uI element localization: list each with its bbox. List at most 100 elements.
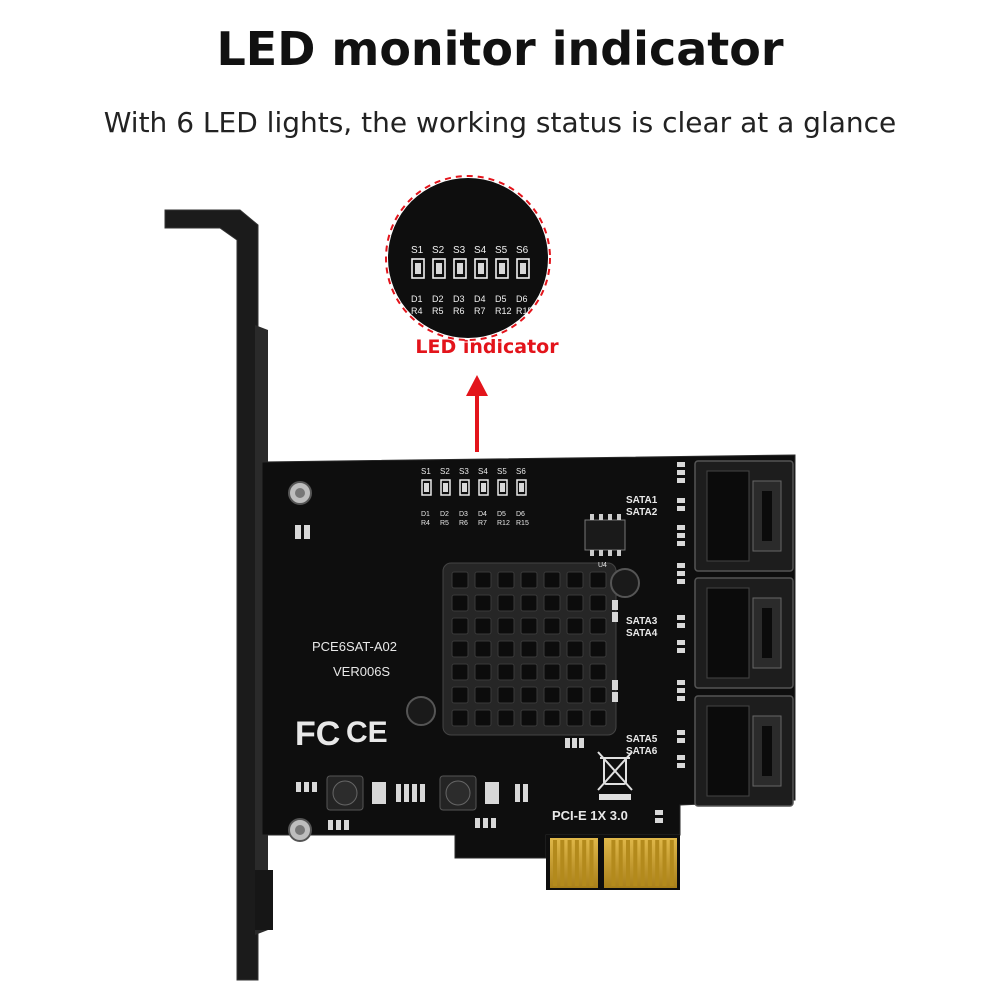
gold-finger [640, 840, 645, 886]
chip-pin [608, 514, 612, 520]
led-label-top: S6 [516, 467, 526, 476]
zoom-led-label-bottom: D6 [516, 294, 528, 304]
zoom-led-icon [474, 258, 488, 279]
zoom-resistor-label: R6 [453, 306, 465, 316]
heatsink-fin [497, 594, 515, 612]
heatsink-fin [474, 640, 492, 658]
pcie-gold-fingers [546, 835, 680, 890]
zoom-resistor-label: R7 [474, 306, 486, 316]
gold-finger [560, 840, 565, 886]
led-resistor-label: R5 [440, 520, 449, 527]
led-label-top: S5 [497, 467, 507, 476]
zoom-resistor-label: R5 [432, 306, 444, 316]
heatsink-fin [497, 571, 515, 589]
heatsink-fin [520, 686, 538, 704]
led-icon [516, 479, 527, 496]
heatsink-fin [474, 617, 492, 635]
sata-port-label: SATA4 [626, 628, 658, 639]
heatsink-fin [543, 571, 561, 589]
sata-port-label: SATA6 [626, 746, 658, 757]
zoom-led-body [499, 263, 505, 274]
gold-finger [574, 840, 579, 886]
zoom-led-label-bottom: D4 [474, 294, 486, 304]
chip-pin [599, 514, 603, 520]
heatsink-fin [543, 594, 561, 612]
heatsink-fin [520, 640, 538, 658]
led-icon [478, 479, 489, 496]
zoom-led-icon [411, 258, 425, 279]
led-body [500, 483, 505, 492]
heatsink-fin [589, 709, 607, 727]
led-label-bottom: D5 [497, 511, 506, 518]
gold-finger [611, 840, 616, 886]
zoom-led-label-top: S1 [411, 245, 424, 256]
gold-finger [669, 840, 674, 886]
sata-port-label: SATA2 [626, 507, 658, 518]
heatsink-fin [566, 617, 584, 635]
chip-u4 [584, 514, 626, 556]
zoom-led-body [520, 263, 526, 274]
gold-finger [567, 840, 572, 886]
zoom-led-label-top: S2 [432, 245, 445, 256]
led-resistor-label: R7 [478, 520, 487, 527]
led-label-bottom: D3 [459, 511, 468, 518]
chip-pin [599, 550, 603, 556]
gold-finger [553, 840, 557, 886]
heatsink-fin [474, 594, 492, 612]
heatsink-fin [451, 617, 469, 635]
led-body [519, 483, 524, 492]
chip-pin [590, 514, 594, 520]
heatsink-fin [566, 640, 584, 658]
led-label-bottom: D6 [516, 511, 525, 518]
sata-port [694, 460, 794, 572]
mounting-bracket [164, 209, 273, 981]
heatsink-fin [520, 594, 538, 612]
led-body [424, 483, 429, 492]
led-label-bottom: D4 [478, 511, 487, 518]
zoom-led-icon [495, 258, 509, 279]
zoom-led-body [436, 263, 442, 274]
inductor [439, 775, 477, 811]
led-indicator-callout: LED indicator [415, 336, 559, 358]
heatsink-fin [497, 617, 515, 635]
sata-port [694, 695, 794, 807]
page-title: LED monitor indicator [216, 22, 784, 76]
led-label-top: S1 [421, 467, 431, 476]
zoom-led-label-top: S6 [516, 245, 529, 256]
heatsink-fin [589, 663, 607, 681]
heatsink-fin [589, 617, 607, 635]
led-resistor-label: R12 [497, 520, 510, 527]
zoom-resistor-label: R4 [411, 306, 423, 316]
zoom-led-label-top: S5 [495, 245, 508, 256]
sata-port-label: SATA1 [626, 495, 658, 506]
heatsink-fin [543, 617, 561, 635]
gold-finger [589, 840, 594, 886]
zoom-led-label-bottom: D3 [453, 294, 465, 304]
zoom-led-label-bottom: D2 [432, 294, 444, 304]
heatsink-fin [451, 594, 469, 612]
zoom-resistor-label: R15 [516, 306, 533, 316]
chip-pin [617, 550, 621, 556]
heatsink [406, 562, 640, 736]
fcc-mark: FC [295, 715, 340, 753]
led-label-top: S2 [440, 467, 450, 476]
heatsink-fin [543, 640, 561, 658]
heatsink-fin [520, 571, 538, 589]
heatsink-fin [497, 686, 515, 704]
gold-finger [582, 840, 587, 886]
heatsink-fin [497, 640, 515, 658]
heatsink-fin [589, 571, 607, 589]
chip-label: U4 [598, 562, 607, 569]
led-resistor-label: R6 [459, 520, 468, 527]
heatsink-fin [520, 709, 538, 727]
board-interface-label: PCI-E 1X 3.0 [552, 808, 628, 823]
led-body [443, 483, 448, 492]
led-body [462, 483, 467, 492]
heatsink-fin [451, 686, 469, 704]
heatsink-fin [474, 709, 492, 727]
heatsink-fin [566, 686, 584, 704]
